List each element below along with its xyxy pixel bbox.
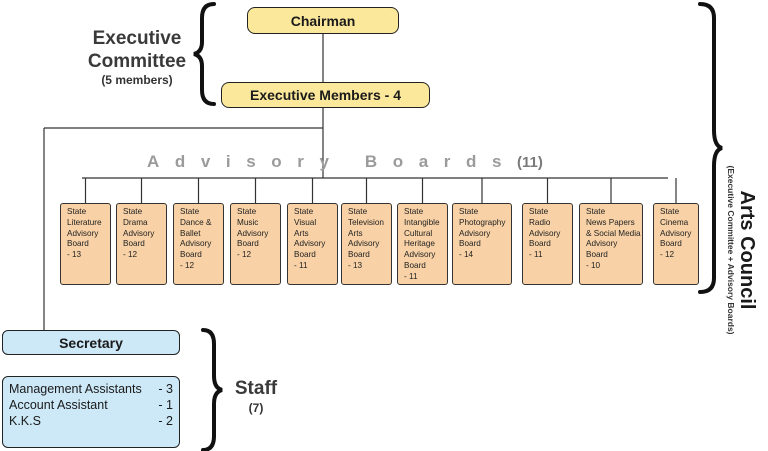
advisory-board-line: Advisory — [404, 250, 436, 260]
advisory-board-line: - 11 — [294, 260, 308, 270]
advisory-board-line: Arts — [294, 228, 309, 238]
advisory-board-line: Board — [459, 239, 481, 249]
advisory-board-line: Board — [294, 250, 316, 260]
secretary-box: Secretary — [2, 330, 180, 355]
advisory-boards-title: Advisory Boards — [147, 152, 518, 171]
arts-council-label: Arts Council (Executive Committee + Advi… — [726, 150, 758, 350]
advisory-board-line: - 14 — [459, 250, 474, 260]
advisory-board-line: Board — [180, 250, 202, 260]
advisory-board-line: Advisory — [123, 228, 155, 238]
advisory-board-line: Board — [660, 239, 682, 249]
staff-brace — [201, 328, 223, 451]
advisory-board-line: Drama — [123, 217, 148, 227]
staff-row: Management Assistants- 3 — [9, 382, 173, 396]
advisory-board-line: Board — [529, 239, 551, 249]
advisory-board-line: Board — [348, 250, 370, 260]
advisory-board-line: - 11 — [529, 250, 543, 260]
advisory-board-line: Literature — [67, 217, 102, 227]
staff-label: Staff (7) — [234, 378, 278, 415]
advisory-board-line: Advisory — [586, 239, 618, 249]
staff-row: Account Assistant- 1 — [9, 398, 173, 412]
staff-members-box: Management Assistants- 3 Account Assista… — [2, 376, 180, 448]
advisory-board-line: - 10 — [586, 260, 601, 270]
advisory-board-line: State — [180, 207, 200, 216]
staff-row: K.K.S- 2 — [9, 414, 173, 428]
advisory-board-line: Advisory — [529, 228, 561, 238]
advisory-boards-count: (11) — [517, 154, 543, 171]
advisory-board-line: State — [294, 207, 314, 216]
advisory-board-line: State — [123, 207, 143, 216]
advisory-board-line: Heritage — [404, 239, 435, 249]
advisory-board-line: Board — [123, 239, 145, 249]
executive-committee-label: Executive Committee (5 members) — [87, 28, 187, 87]
advisory-board-line: News Papers — [586, 217, 635, 227]
advisory-board-line: Advisory — [294, 239, 326, 249]
advisory-board-line: Board — [586, 250, 608, 260]
advisory-board-line: Advisory — [237, 228, 269, 238]
advisory-board-line: - 11 — [404, 271, 418, 281]
arts-council-note: (Executive Committee + Advisory Boards) — [726, 165, 736, 335]
advisory-board-line: Visual — [294, 217, 317, 227]
advisory-board-line: - 12 — [180, 260, 195, 270]
advisory-board-line: Radio — [529, 217, 551, 227]
advisory-board-line: - 13 — [67, 250, 82, 260]
advisory-board-line: Board — [404, 260, 426, 270]
advisory-board-line: - 12 — [123, 250, 138, 260]
advisory-board-line: Photography — [459, 217, 506, 227]
advisory-board-line: Advisory — [67, 228, 99, 238]
advisory-board-line: Advisory — [459, 228, 491, 238]
advisory-board-line: Advisory — [180, 239, 212, 249]
advisory-board-line: Cinema — [660, 217, 689, 227]
advisory-board-line: Cultural — [404, 228, 433, 238]
advisory-board-line: Ballet — [180, 228, 201, 238]
advisory-board-line: Arts — [348, 228, 363, 238]
advisory-board-line: State — [529, 207, 549, 216]
executive-members-box: Executive Members - 4 — [221, 82, 430, 108]
advisory-boards-label: Advisory Boards(11) — [147, 152, 543, 172]
advisory-board-line: - 12 — [660, 250, 675, 260]
advisory-board-line: Intangible — [404, 217, 440, 227]
advisory-board-line: Music — [237, 217, 259, 227]
advisory-board-line: & Social Media — [586, 228, 641, 238]
advisory-board-line: Advisory — [660, 228, 692, 238]
advisory-board-line: - 12 — [237, 250, 252, 260]
arts-council-brace — [698, 2, 723, 294]
advisory-board-line: State — [348, 207, 368, 216]
advisory-board-line: State — [237, 207, 257, 216]
advisory-board-line: Advisory — [348, 239, 380, 249]
arts-council-title: Arts Council — [736, 190, 758, 310]
advisory-board-line: State — [586, 207, 606, 216]
advisory-board-line: Dance & — [180, 217, 212, 227]
advisory-board-line: Television — [348, 217, 384, 227]
advisory-board-line: State — [660, 207, 680, 216]
advisory-board-line: State — [404, 207, 424, 216]
exec-committee-brace — [193, 2, 216, 106]
advisory-board-line: Board — [67, 239, 89, 249]
advisory-board-line: State — [459, 207, 479, 216]
advisory-board-line: - 13 — [348, 260, 363, 270]
advisory-board-line: Board — [237, 239, 259, 249]
chairman-box: Chairman — [247, 7, 399, 34]
advisory-board-line: State — [67, 207, 87, 216]
